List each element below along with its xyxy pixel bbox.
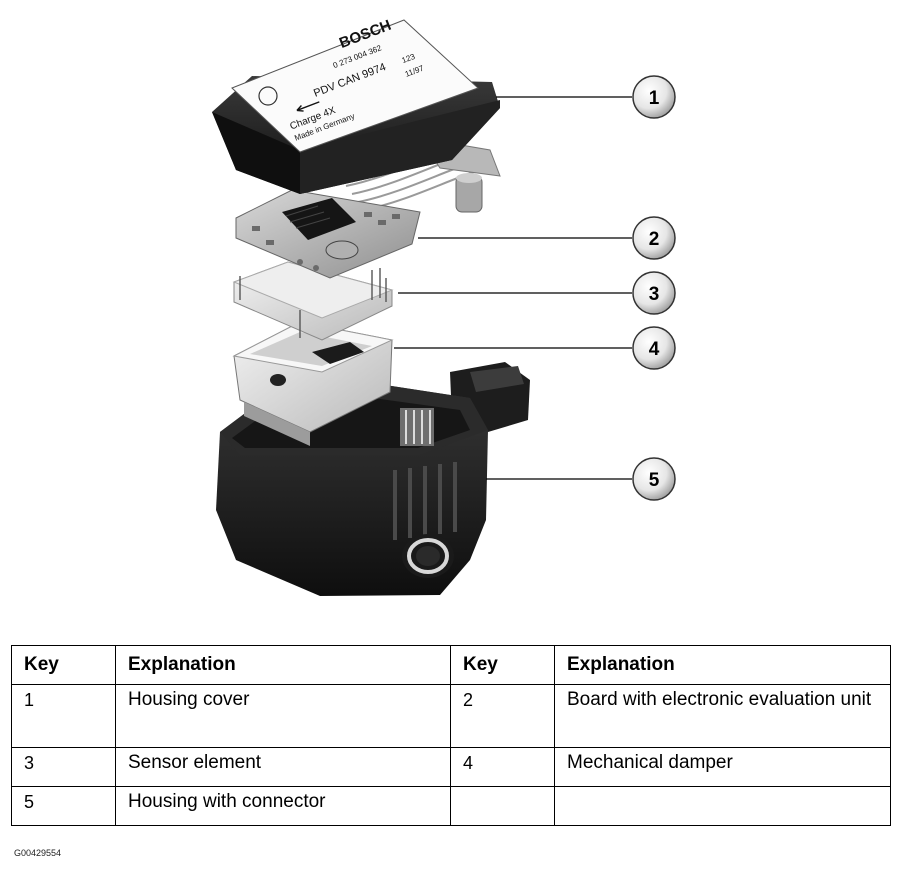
table-header-row: Key Explanation Key Explanation [11, 645, 891, 685]
callout-2: 2 [418, 216, 676, 260]
sensor-element [232, 261, 394, 341]
key-cell: 1 [11, 684, 116, 748]
explanation-cell: Mechanical damper [554, 747, 891, 787]
callout-3: 3 [398, 271, 676, 315]
callout-1-number: 1 [649, 88, 660, 109]
figure-code: G00429554 [14, 848, 62, 858]
header-key-1: Key [11, 645, 116, 685]
key-cell: 2 [450, 684, 555, 748]
key-cell: 5 [11, 786, 116, 826]
explanation-cell: Board with electronic evaluation unit [554, 684, 891, 748]
callout-3-number: 3 [649, 284, 660, 305]
callout-1: 1 [496, 75, 676, 119]
callout-5: 5 [486, 457, 676, 501]
exploded-view-diagram: BOSCH 0 273 004 362 PDV CAN 9974 123 11/… [212, 17, 676, 596]
callout-2-number: 2 [649, 229, 660, 250]
table-row: 3 Sensor element 4 Mechanical damper [11, 747, 891, 787]
callout-4: 4 [394, 326, 676, 370]
header-key-2: Key [450, 645, 555, 685]
explanation-cell [554, 786, 891, 826]
header-explanation-2: Explanation [554, 645, 891, 685]
callout-4-number: 4 [649, 339, 660, 360]
key-cell [450, 786, 555, 826]
callout-5-number: 5 [649, 470, 660, 491]
explanation-cell: Housing with connector [115, 786, 451, 826]
table-row: 5 Housing with connector [11, 786, 891, 826]
key-cell: 4 [450, 747, 555, 787]
arrow-left-icon [296, 101, 320, 112]
key-cell: 3 [11, 747, 116, 787]
explanation-cell: Housing cover [115, 684, 451, 748]
table-row: 1 Housing cover 2 Board with electronic … [11, 684, 891, 748]
header-explanation-1: Explanation [115, 645, 451, 685]
bosch-logo-icon [258, 86, 278, 106]
key-explanation-table: Key Explanation Key Explanation 1 Housin… [11, 645, 891, 826]
mechanical-damper [232, 321, 394, 446]
explanation-cell: Sensor element [115, 747, 451, 787]
